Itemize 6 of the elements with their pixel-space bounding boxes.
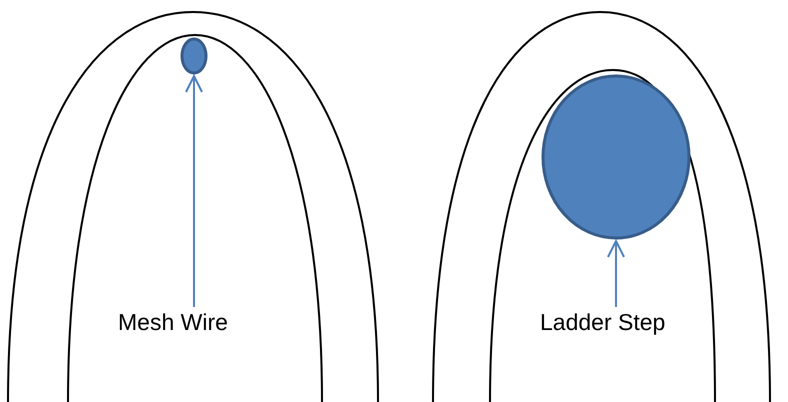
leader-arrow bbox=[607, 240, 625, 307]
part-label: Ladder Step bbox=[540, 309, 666, 335]
ellipse-shape bbox=[541, 74, 691, 240]
ellipse-shape bbox=[180, 37, 208, 75]
part-label: Mesh Wire bbox=[118, 309, 228, 335]
leader-arrow bbox=[185, 75, 203, 307]
